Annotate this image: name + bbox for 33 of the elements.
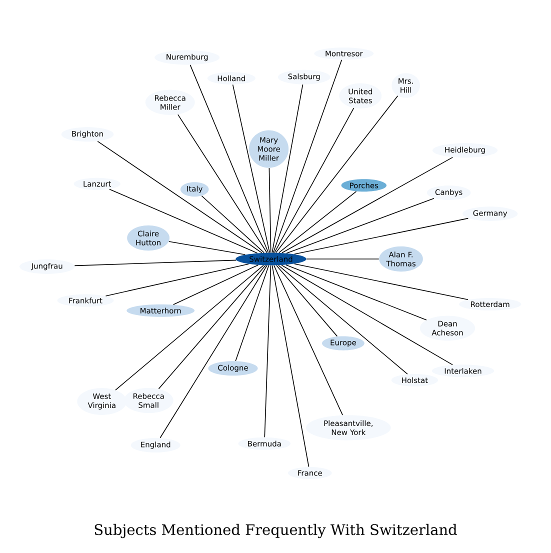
connector-line [281,264,453,366]
connector-line [272,59,342,253]
connector-line [160,265,268,438]
connector-line [274,108,354,253]
connector-line [272,265,310,468]
connector-line [74,260,236,266]
connector-line [105,264,250,296]
connector-line [158,264,266,390]
connector-line [235,265,270,362]
connector-line [276,264,338,337]
connector-line [232,84,270,253]
connector-line [178,114,268,254]
connector-line [278,191,357,254]
connector-line [294,218,469,255]
connector-line [201,195,264,254]
chart-title: Subjects Mentioned Frequently With Switzerland [94,524,457,538]
connector-line [109,188,258,254]
connector-line [294,263,468,300]
connector-line [278,264,408,374]
connector-line [274,265,343,416]
connector-line [168,241,246,255]
connector-line [172,264,259,306]
connector-line [276,95,398,254]
connector-line [286,198,434,254]
connector-line [97,140,262,254]
connector-line [115,264,264,390]
connector-line [286,264,427,320]
connector-line [272,84,304,253]
connector-line [268,168,272,253]
connector-line [282,156,454,254]
connector-line [306,258,380,260]
connector-line [190,64,269,253]
connector-line [264,265,272,438]
